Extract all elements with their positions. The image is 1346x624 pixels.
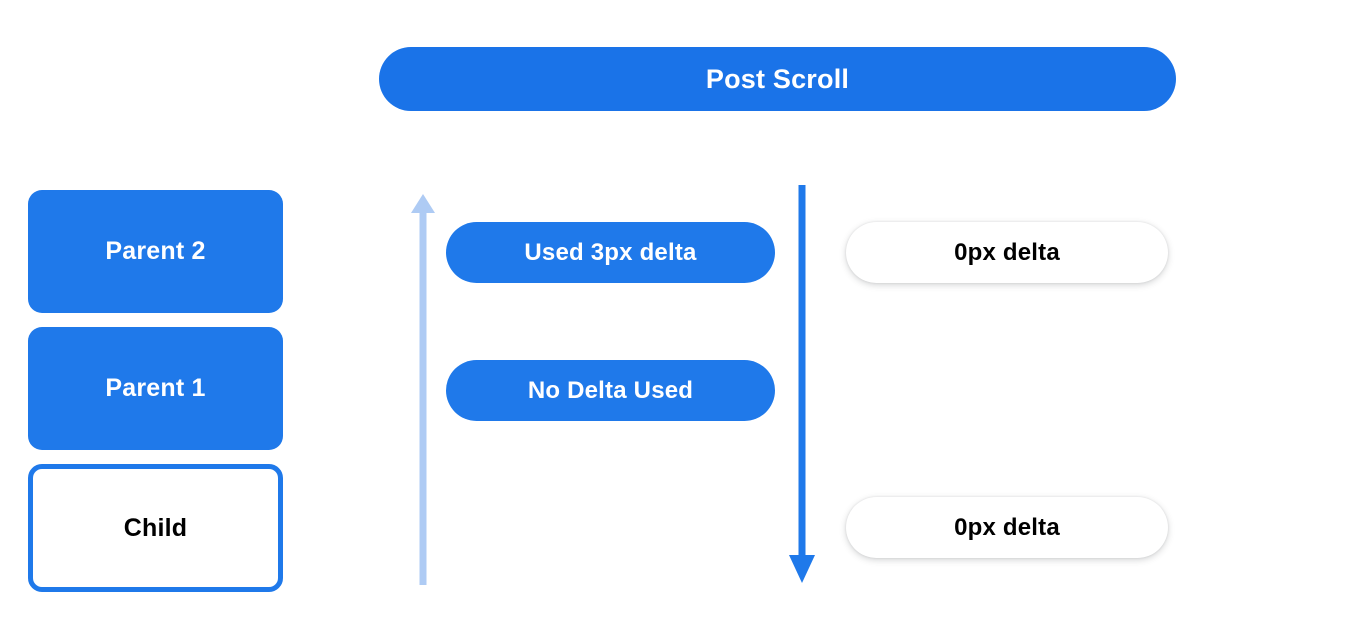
arrow-up-icon (411, 194, 435, 585)
pill-delta-bottom-label: 0px delta (954, 513, 1060, 541)
pill-delta-bottom: 0px delta (846, 497, 1168, 558)
header-pill-post-scroll: Post Scroll (379, 47, 1176, 111)
node-parent-1-label: Parent 1 (105, 374, 206, 402)
node-parent-2: Parent 2 (28, 190, 283, 313)
pill-used-3px-delta: Used 3px delta (446, 222, 775, 283)
pill-used-3px-delta-label: Used 3px delta (524, 238, 697, 266)
header-pill-label: Post Scroll (705, 63, 850, 94)
pill-delta-top: 0px delta (846, 222, 1168, 283)
pill-delta-top-label: 0px delta (954, 238, 1060, 266)
node-parent-2-label: Parent 2 (105, 237, 206, 265)
node-child: Child (28, 464, 283, 592)
node-parent-1: Parent 1 (28, 327, 283, 450)
pill-no-delta-used-label: No Delta Used (527, 376, 694, 404)
node-child-label: Child (123, 513, 188, 542)
pill-no-delta-used: No Delta Used (446, 360, 775, 421)
arrow-down-icon (789, 185, 815, 583)
